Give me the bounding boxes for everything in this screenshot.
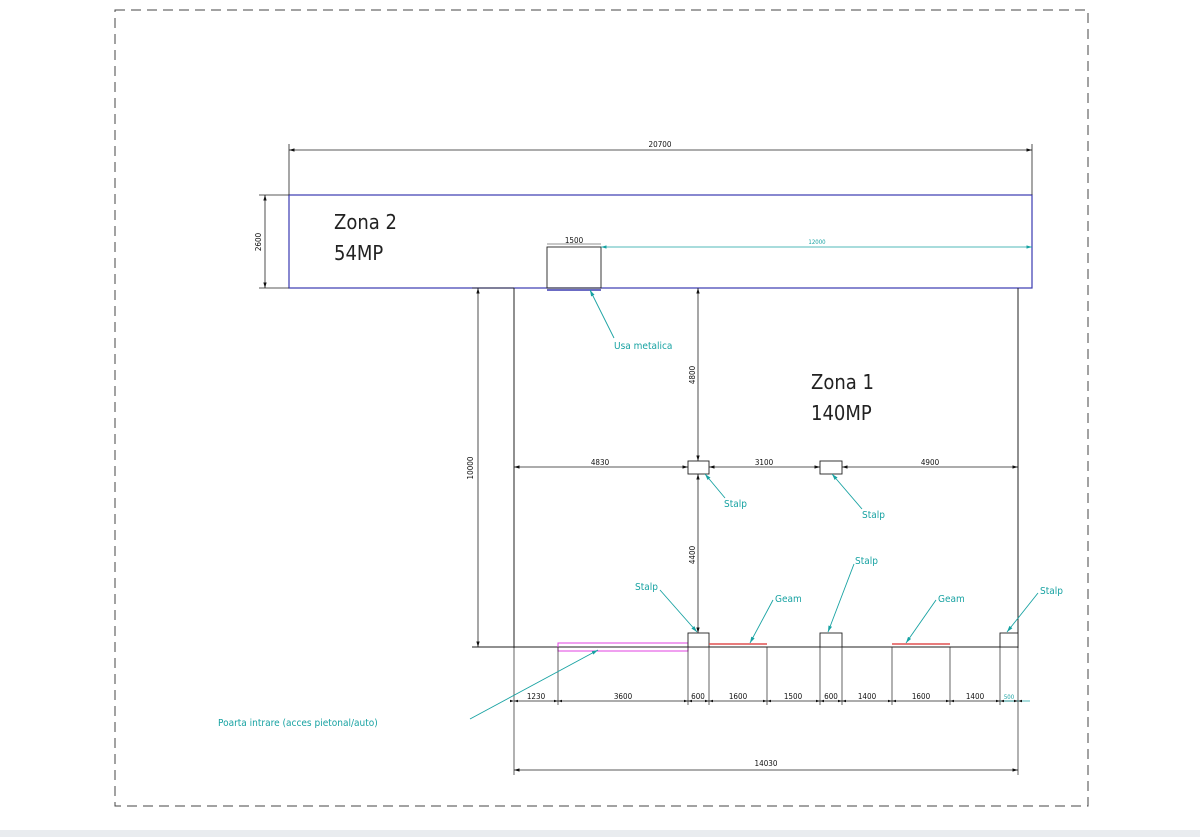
dim-upper-span-label: 4800 — [688, 365, 697, 384]
post-2 — [819, 460, 843, 475]
leader-stalp-1: Stalp — [704, 473, 747, 510]
zona2-name: Zona 2 — [334, 210, 397, 234]
metal-door: 1500 — [546, 236, 602, 291]
dim-door-width-label: 1500 — [565, 236, 584, 245]
dim-between-posts-label: 3100 — [755, 458, 774, 467]
chain-tick — [888, 699, 896, 703]
label-stalp-4: Stalp — [855, 556, 878, 567]
label-stalp-5: Stalp — [1040, 586, 1063, 597]
label-stalp-3: Stalp — [635, 582, 658, 593]
dim-zona2-depth: 2600 — [254, 194, 289, 289]
dim-lower-span-label: 4400 — [688, 545, 697, 564]
dim-overall-width: 20700 — [288, 140, 1033, 195]
zona2-outline — [288, 194, 1033, 289]
leader-stalp-2: Stalp — [831, 473, 885, 521]
leader-stalp-5: Stalp — [1006, 586, 1063, 633]
chain-tick — [946, 699, 954, 703]
dim-door-offset: 12000 — [601, 239, 1032, 249]
seg-3-label: 600 — [691, 692, 705, 701]
chain-tick — [554, 699, 562, 703]
seg-5-label: 1500 — [784, 692, 803, 701]
dim-door-offset-label: 12000 — [808, 239, 826, 246]
post-1 — [687, 460, 710, 475]
zona1-area: 140MP — [811, 401, 872, 425]
zona1-name: Zona 1 — [811, 370, 874, 394]
label-usa-metalica: Usa metalica — [614, 341, 672, 352]
dim-post-horizontal: 4830 3100 4900 — [514, 458, 1018, 469]
leader-stalp-4: Stalp — [827, 556, 878, 633]
dashed-border — [114, 9, 1089, 807]
leader-usa-metalica: Usa metalica — [589, 289, 672, 352]
dim-zona1-height: 10000 — [466, 287, 514, 647]
label-geam-2: Geam — [938, 594, 965, 605]
chain-tick — [510, 699, 518, 703]
chain-tick — [684, 699, 692, 703]
chain-tick — [763, 699, 771, 703]
dim-bottom-width-label: 14030 — [755, 759, 778, 768]
dim-zona1-height-label: 10000 — [466, 456, 475, 479]
seg-4-label: 1600 — [729, 692, 748, 701]
leader-stalp-3: Stalp — [635, 582, 698, 633]
post-4 — [819, 632, 843, 648]
post-3 — [687, 632, 710, 648]
post-5 — [999, 632, 1019, 648]
dim-bottom-width: 14030 — [514, 759, 1018, 772]
seg-7-label: 1400 — [858, 692, 877, 701]
dim-overall-width-label: 20700 — [649, 140, 672, 149]
label-stalp-2: Stalp — [862, 510, 885, 521]
bottom-extension-lines — [513, 647, 1019, 775]
leader-geam-2: Geam — [905, 594, 965, 644]
chain-tick — [838, 699, 846, 703]
chain-tick — [1014, 699, 1022, 703]
seg-8-label: 1600 — [912, 692, 931, 701]
chain-ticks — [510, 699, 1022, 703]
label-stalp-1: Stalp — [724, 499, 747, 510]
chain-tick — [996, 699, 1004, 703]
chain-tick — [705, 699, 713, 703]
seg-6-label: 600 — [824, 692, 838, 701]
dim-bottom-chain: 1230 3600 600 1600 1500 600 1400 1600 14… — [510, 692, 1030, 703]
dim-post-vertical: 4800 4400 — [688, 288, 700, 633]
seg-2-label: 3600 — [614, 692, 633, 701]
seg-9-label: 1400 — [966, 692, 985, 701]
leader-geam-1: Geam — [749, 594, 802, 644]
dim-right-from-post-label: 4900 — [921, 458, 940, 467]
seg-1-label: 1230 — [527, 692, 546, 701]
leader-poarta: Poarta intrare (acces pietonal/auto) — [218, 649, 599, 729]
label-geam-1: Geam — [775, 594, 802, 605]
seg-10-label: 500 — [1004, 694, 1015, 701]
chain-tick — [816, 699, 824, 703]
dim-zona2-depth-label: 2600 — [254, 232, 263, 251]
zona1-outline — [472, 288, 1019, 648]
dim-left-to-post-label: 4830 — [591, 458, 610, 467]
zona2-area: 54MP — [334, 241, 383, 265]
label-poarta: Poarta intrare (acces pietonal/auto) — [218, 718, 378, 729]
